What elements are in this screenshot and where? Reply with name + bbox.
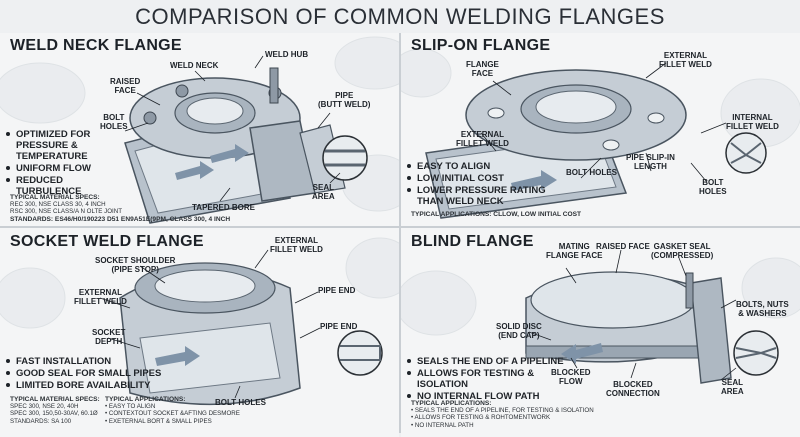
bolt-holes-right-label: BOLT HOLES (699, 178, 727, 196)
socket-weld-spec-line: SPEC 300, NSE 20, 40H (10, 403, 79, 411)
external-fillet-top-label: EXTERNAL FILLET WELD (659, 51, 712, 69)
socket-weld-bullet: LIMITED BORE AVAILABILITY (6, 380, 166, 391)
pipe-butt-weld-label: PIPE (BUTT WELD) (318, 91, 371, 109)
weld-neck-illustration (0, 36, 399, 224)
weld-neck-spec-line: STANDARDS: ES46/H0/190223 D51 EN9A51E(9P… (10, 215, 231, 223)
external-fillet-left-label: EXTERNAL FILLET WELD (74, 288, 127, 306)
panel-divider-vertical (399, 33, 401, 433)
blind-illustration (401, 249, 800, 384)
weld-neck-title: WELD NECK FLANGE (10, 37, 182, 54)
slip-on-illustration (401, 48, 800, 219)
blind-bullet: ALLOWS FOR TESTING & ISOLATION (407, 368, 577, 390)
socket-weld-app-line: • EXETERNAL BORT & SMALL PIPES (105, 417, 212, 425)
panel-weld-neck: WELD NECK FLANGE WELD NECK WELD HUB RAIS… (0, 33, 399, 226)
slip-on-bullet: EASY TO ALIGN (407, 161, 567, 172)
panel-slip-on: SLIP-ON FLANGE FLANGE FACE EXTERNAL FILL… (401, 33, 800, 226)
blocked-connection-label: BLOCKED CONNECTION (606, 380, 660, 398)
slip-on-bullet: LOWER PRESSURE RATING THAN WELD NECK (407, 185, 567, 207)
weld-neck-bullet: UNIFORM FLOW (6, 163, 114, 174)
socket-weld-app-heading: TYPICAL APPLICATIONS: (105, 396, 186, 403)
slip-on-title: SLIP-ON FLANGE (411, 37, 551, 54)
socket-weld-app-line: • CONTEXTOUT SOCKET &AFTING DESMORE (105, 410, 240, 418)
weld-neck-bullet: REDUCED TURBULENCE (6, 175, 114, 197)
blind-bullets: SEALS THE END OF A PIPELINE ALLOWS FOR T… (407, 356, 577, 403)
external-fillet-top-label: EXTERNAL FILLET WELD (270, 236, 323, 254)
socket-weld-illustration (0, 237, 399, 406)
weld-neck-bullets: OPTIMIZED FOR PRESSURE & TEMPERATURE UNI… (6, 129, 114, 198)
socket-weld-app-line: • EASY TO ALIGN (105, 403, 156, 411)
blind-spec-heading: TYPICAL APPLICATIONS: (411, 400, 492, 407)
slip-on-bullet: LOW INITIAL COST (407, 173, 567, 184)
socket-weld-applications: TYPICAL APPLICATIONS: • EASY TO ALIGN • … (105, 396, 240, 425)
socket-depth-label: SOCKET DEPTH (92, 328, 126, 346)
slip-on-specs: TYPICAL APPLICATIONS: CLLOW, LOW INITIAL… (411, 211, 581, 218)
socket-weld-specs: TYPICAL MATERIAL SPECS: SPEC 300, NSE 20… (10, 396, 100, 425)
slip-on-bullets: EASY TO ALIGN LOW INITIAL COST LOWER PRE… (407, 161, 567, 208)
internal-fillet-label: INTERNAL FILLET WELD (726, 113, 779, 131)
socket-weld-spec-line: SPEC 300, 150,50-30AV, 60.1Ø (10, 410, 98, 418)
raised-face-label: RAISED FACE (596, 242, 650, 251)
weld-neck-spec-line: RSC 300, NSE CLASS/A N OLTE JOINT (10, 208, 122, 216)
weld-neck-specs: TYPICAL MATERIAL SPECS: REC 300, NSE CLA… (10, 194, 230, 223)
blind-specs: TYPICAL APPLICATIONS: • SEALS THE END OF… (411, 400, 594, 429)
socket-weld-bullet: FAST INSTALLATION (6, 356, 166, 367)
weld-neck-spec-heading: TYPICAL MATERIAL SPECS: (10, 194, 100, 201)
slip-on-spec-heading: TYPICAL APPLICATIONS: CLLOW, LOW INITIAL… (411, 211, 582, 218)
seal-area-label: SEAL AREA (312, 183, 335, 201)
socket-weld-bullets: FAST INSTALLATION GOOD SEAL FOR SMALL PI… (6, 356, 166, 392)
blind-bullet: NO INTERNAL FLOW PATH (407, 391, 577, 402)
weld-hub-label: WELD HUB (265, 50, 309, 59)
blind-spec-line: • SEALS THE END OF A PIPELINE, FOR TESTI… (411, 407, 594, 415)
blind-title: BLIND FLANGE (411, 233, 534, 250)
flange-face-label: FLANGE FACE (466, 60, 499, 78)
blind-spec-line: • NO INTERNAL PATH (411, 421, 474, 429)
socket-shoulder-label: SOCKET SHOULDER (PIPE STOP) (95, 256, 176, 274)
blind-bullet: SEALS THE END OF A PIPELINE (407, 356, 577, 367)
bolt-holes-mid-label: BOLT HOLES (566, 168, 617, 177)
bolt-holes-label: BOLT HOLES (100, 113, 128, 131)
weld-neck-label: WELD NECK (170, 61, 219, 70)
external-fillet-left-label: EXTERNAL FILLET WELD (456, 130, 509, 148)
gasket-seal-label: GASKET SEAL (COMPRESSED) (651, 242, 714, 260)
weld-neck-bullet: OPTIMIZED FOR PRESSURE & TEMPERATURE (6, 129, 114, 162)
blind-spec-line: • ALLOWS FOR TESTING & ROHTOMENTWORK (411, 414, 551, 422)
panel-blind: BLIND FLANGE MATING FLANGE FACE RAISED F… (401, 228, 800, 437)
socket-weld-bullet: GOOD SEAL FOR SMALL PIPES (6, 368, 166, 379)
socket-weld-spec-heading: TYPICAL MATERIAL SPECS: (10, 396, 100, 403)
tapered-bore-label: TAPERED BORE (192, 203, 255, 212)
main-title: COMPARISON OF COMMON WELDING FLANGES (135, 4, 665, 29)
pipe-slip-in-label: PIPE SLIP-IN LENGTH (626, 153, 675, 171)
panel-divider-horizontal (0, 226, 800, 228)
pipe-end-1-label: PIPE END (318, 286, 356, 295)
seal-area-label: SEAL AREA (721, 378, 744, 396)
bolt-holes-label: BOLT HOLES (215, 398, 266, 407)
socket-weld-title: SOCKET WELD FLANGE (10, 233, 204, 250)
bolts-nuts-label: BOLTS, NUTS & WASHERS (736, 300, 789, 318)
pipe-end-2-label: PIPE END (320, 322, 358, 331)
blocked-flow-label: BLOCKED FLOW (551, 368, 591, 386)
mating-face-label: MATING FLANGE FACE (546, 242, 603, 260)
socket-weld-spec-line: STANDARDS: SA 100 (10, 417, 72, 425)
panel-socket-weld: SOCKET WELD FLANGE EXTERNAL FILLET WELD … (0, 228, 399, 437)
solid-disc-label: SOLID DISC (END CAP) (496, 322, 542, 340)
raised-face-label: RAISED FACE (110, 77, 141, 95)
weld-neck-spec-line: REC 300, NSE CLASS 30, 4 INCH (10, 201, 106, 209)
